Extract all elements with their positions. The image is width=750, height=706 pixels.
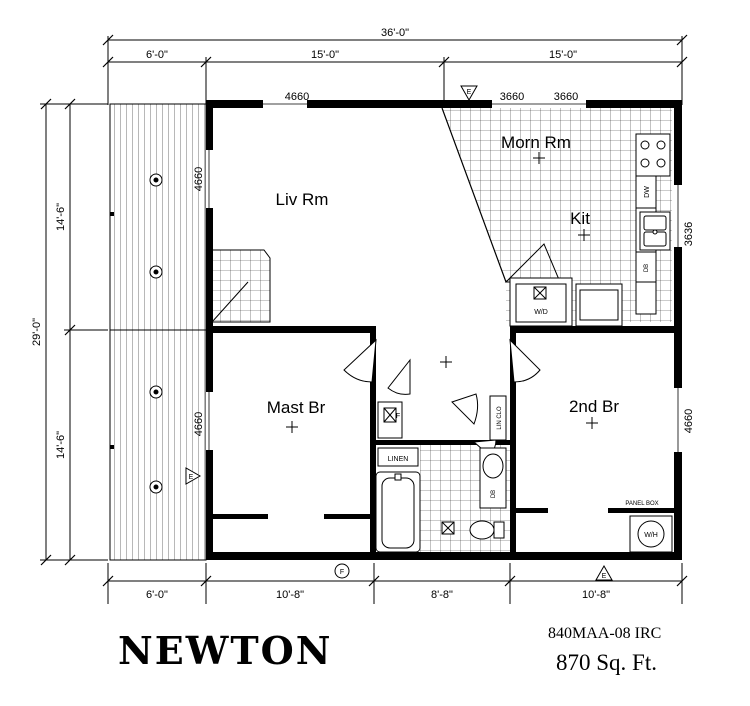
top-dim-right: 15'-0" bbox=[549, 49, 577, 61]
toilet-icon bbox=[469, 520, 505, 540]
porch-post-icons bbox=[149, 173, 163, 494]
plan-name: NEWTON bbox=[118, 628, 333, 673]
door-swings bbox=[343, 243, 561, 457]
furnace-label: F bbox=[396, 413, 400, 420]
overall-width-label: 36'-0" bbox=[381, 27, 409, 39]
window-label-top-mid: 3660 bbox=[500, 91, 524, 103]
vanity-sink-icon bbox=[479, 447, 507, 509]
window-label-br2-side: 4660 bbox=[683, 409, 695, 433]
window-label-top-left: 4660 bbox=[285, 91, 309, 103]
washer-dryer-label: W/D bbox=[534, 309, 548, 316]
svg-text:E: E bbox=[602, 573, 607, 580]
window-label-top-right: 3660 bbox=[554, 91, 578, 103]
room-label-liv: Liv Rm bbox=[276, 190, 329, 209]
svg-text:E: E bbox=[189, 474, 194, 481]
top-dim-porch: 6'-0" bbox=[146, 49, 168, 61]
vent-icon bbox=[441, 521, 455, 535]
window-label-kit-side: 3636 bbox=[683, 222, 695, 246]
range-burner-icons bbox=[640, 140, 666, 168]
bottom-dim-mast: 10'-8" bbox=[276, 589, 304, 601]
foundation-marker: F bbox=[334, 563, 350, 579]
water-heater-label: W/H bbox=[644, 532, 658, 539]
window-lines bbox=[208, 103, 679, 452]
linen-label: LINEN bbox=[388, 456, 409, 463]
dimension-ticks bbox=[40, 34, 688, 587]
kitchen-db-label: DB bbox=[644, 264, 650, 272]
room-label-mast: Mast Br bbox=[267, 398, 326, 417]
window-label-liv-side: 4660 bbox=[193, 167, 205, 191]
model-number: 840MAA-08 IRC bbox=[548, 625, 662, 642]
svg-text:F: F bbox=[340, 569, 344, 576]
room-label-br2: 2nd Br bbox=[569, 397, 619, 416]
hall-closets bbox=[377, 395, 507, 467]
room-label-morn: Morn Rm bbox=[501, 133, 571, 152]
room-label-kit: Kit bbox=[570, 209, 590, 228]
top-dim-left: 15'-0" bbox=[311, 49, 339, 61]
sink-icon bbox=[643, 215, 667, 247]
elevation-marker-top: E bbox=[460, 85, 478, 102]
elevation-marker-porch: E bbox=[185, 467, 202, 485]
washer-dryer-icon bbox=[533, 286, 547, 300]
panel-box-label: PANEL BOX bbox=[625, 501, 658, 507]
water-heater-icon bbox=[629, 515, 673, 553]
bottom-dim-porch: 6'-0" bbox=[146, 589, 168, 601]
depth-top-label: 14'-6" bbox=[55, 203, 67, 231]
elevation-marker-bottom: E bbox=[595, 564, 613, 581]
overall-depth-label: 29'-0" bbox=[31, 318, 43, 346]
lin-clo-label: LIN CLO bbox=[497, 406, 503, 430]
svg-text:E: E bbox=[467, 89, 472, 96]
window-label-mast-side: 4660 bbox=[193, 412, 205, 436]
depth-bottom-label: 14'-6" bbox=[55, 431, 67, 459]
bottom-dim-bath: 8'-8" bbox=[431, 589, 453, 601]
square-footage: 870 Sq. Ft. bbox=[556, 650, 657, 675]
dimension-lines bbox=[40, 36, 683, 604]
bottom-dim-br2: 10'-8" bbox=[582, 589, 610, 601]
ceiling-light-icons bbox=[286, 152, 598, 433]
floor-transition-line bbox=[441, 107, 507, 283]
dishwasher-label: DW bbox=[644, 186, 651, 198]
bath-db-label: DB bbox=[491, 490, 497, 498]
bathtub-icon bbox=[375, 471, 421, 553]
